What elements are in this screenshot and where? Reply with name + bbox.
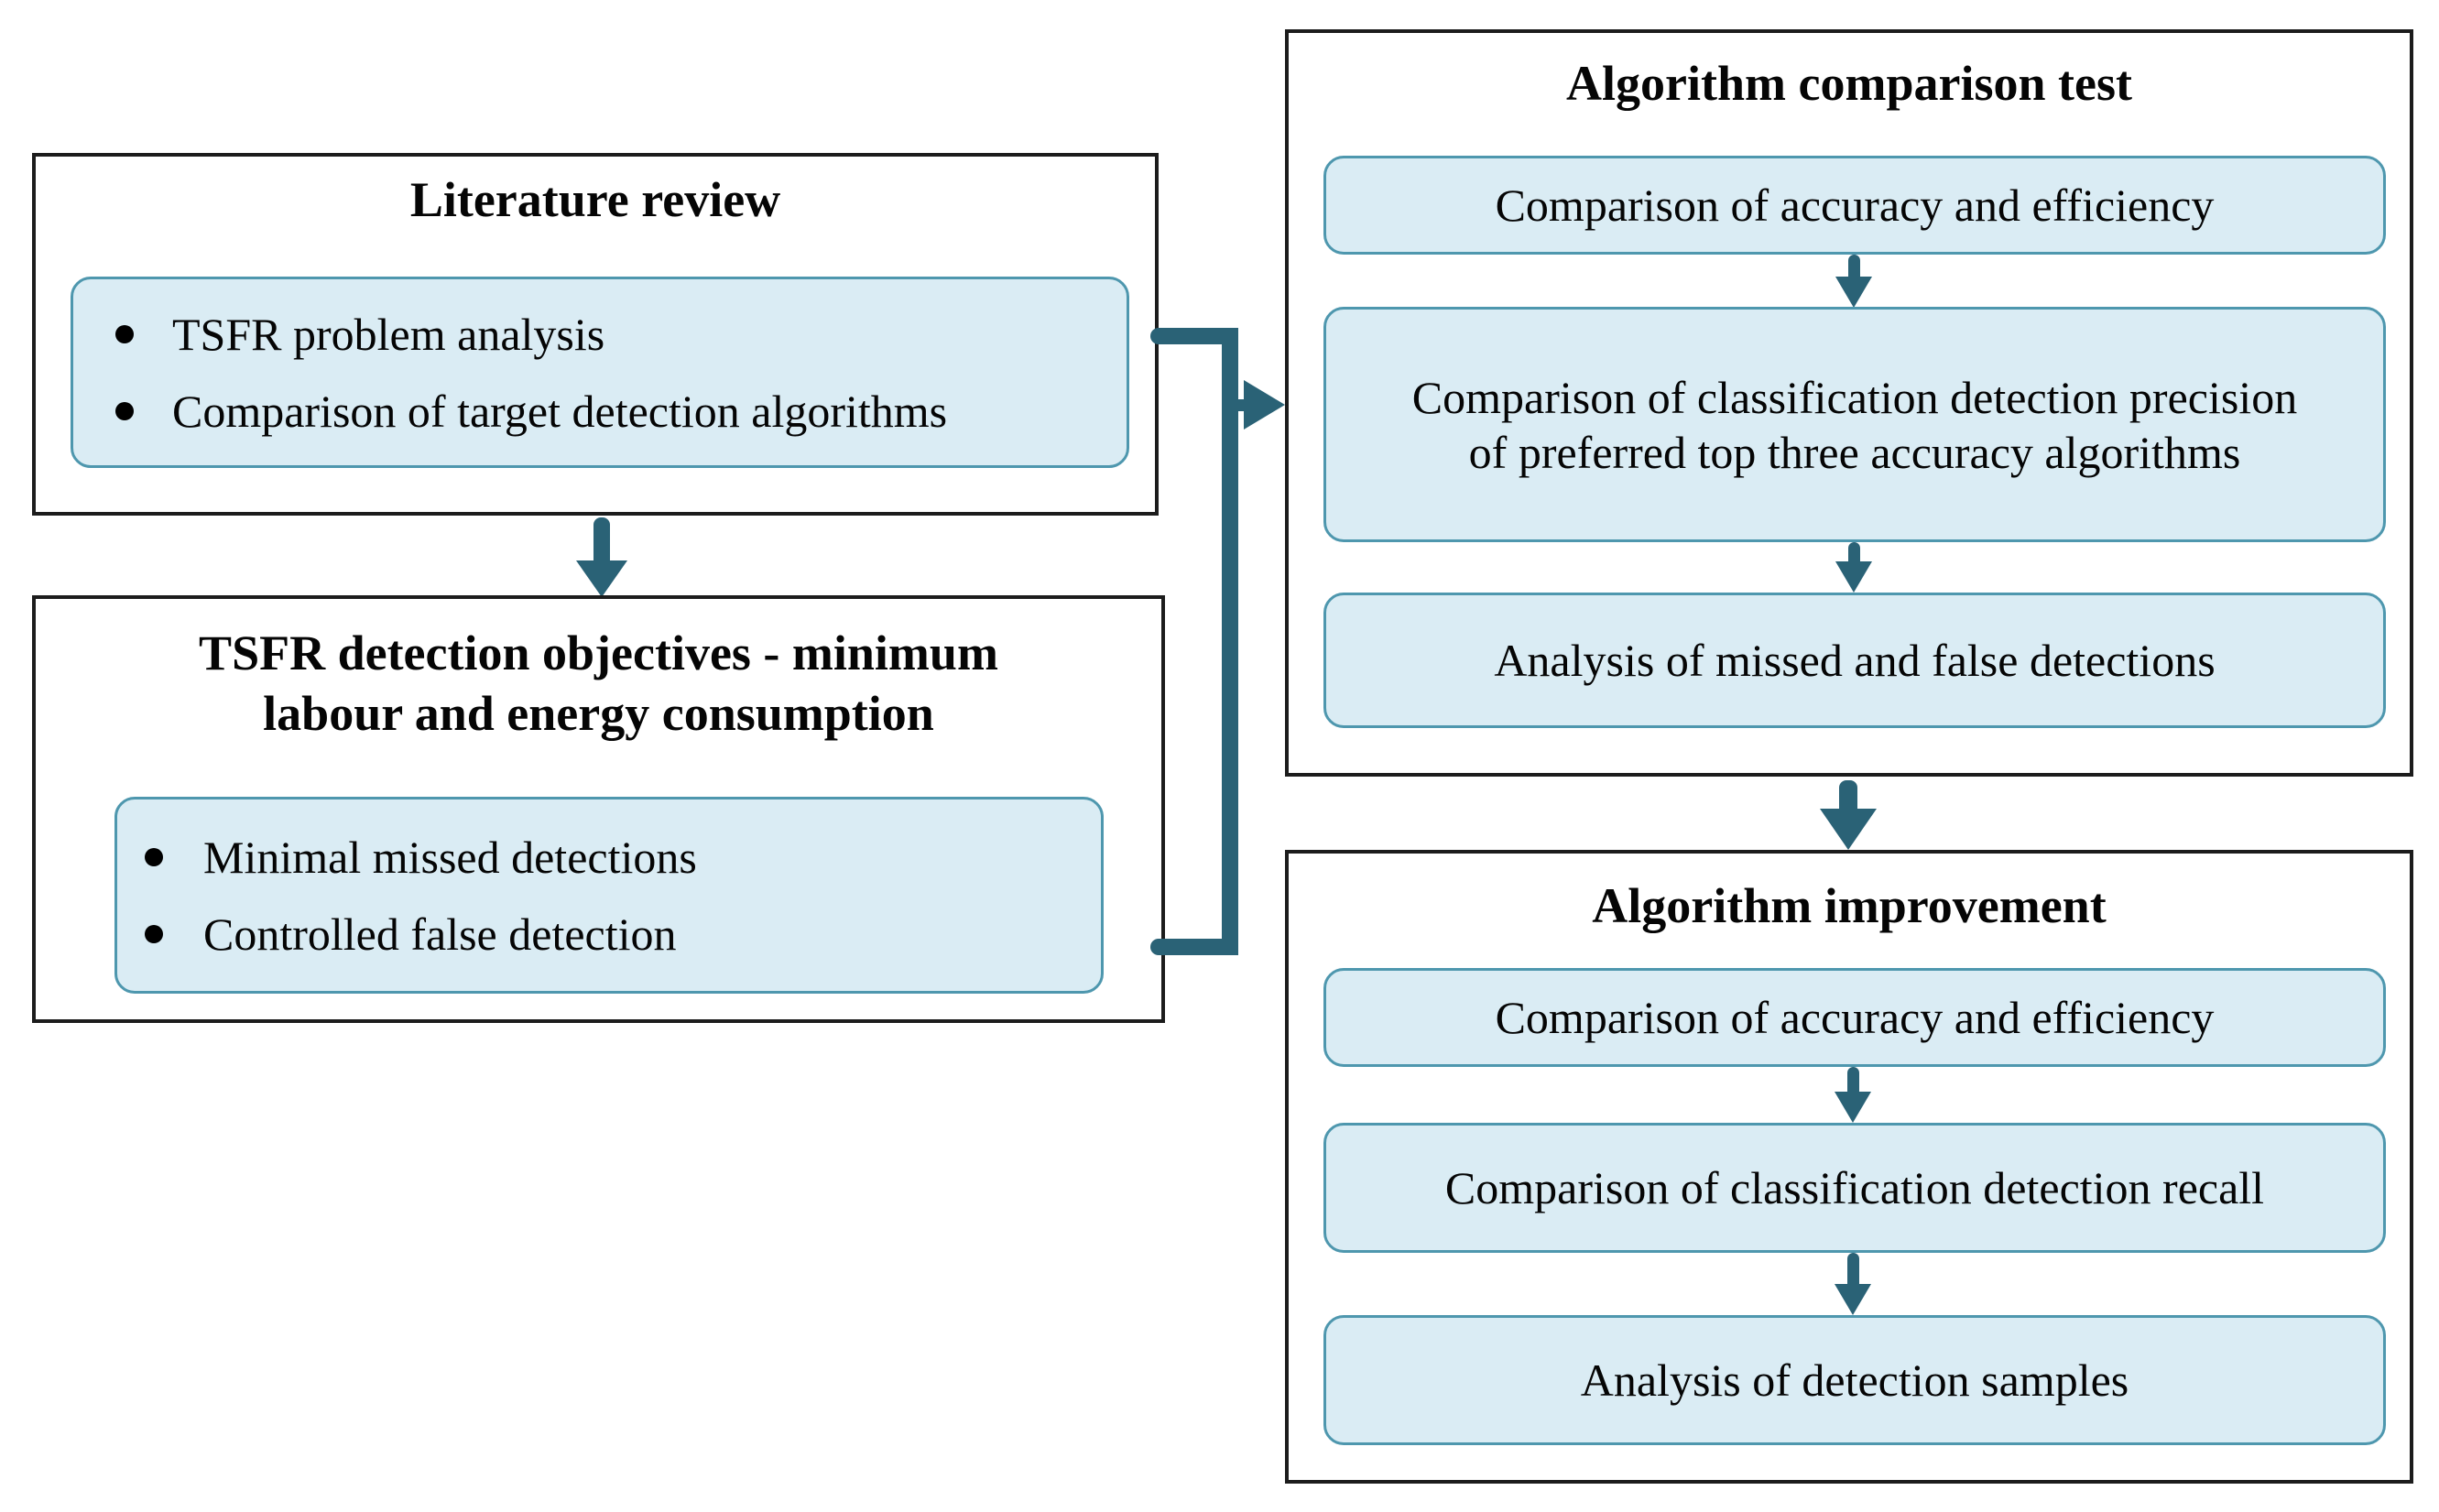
bullet-dot-icon xyxy=(115,401,134,420)
step-comparison-accuracy-efficiency: Comparison of accuracy and efficiency xyxy=(1323,156,2386,255)
step-analysis-missed-false-detections: Analysis of missed and false detections xyxy=(1323,593,2386,728)
bullet-dot-icon xyxy=(145,847,163,866)
step-label: Comparison of classification detection r… xyxy=(1444,1162,2265,1213)
arrow-shaft xyxy=(1846,1253,1859,1284)
bullet-label: Comparison of target detection algorithm… xyxy=(172,385,948,437)
literature-review-title: Literature review xyxy=(409,172,781,227)
arrow-head xyxy=(576,560,627,597)
step-label: Comparison of classification detection p… xyxy=(1411,371,2298,478)
tsfr-objectives-box: TSFR detection objectives - minimum labo… xyxy=(32,595,1165,1023)
down-arrow-icon xyxy=(1835,542,1872,593)
arrow-head xyxy=(1835,1092,1871,1123)
step-comparison-precision-top-three: Comparison of classification detection p… xyxy=(1323,307,2386,542)
arrow-head xyxy=(1835,277,1872,308)
bullet-label: Controlled false detection xyxy=(203,908,677,960)
step-label: Comparison of accuracy and efficiency xyxy=(1495,992,2215,1043)
connector-arrow-stub xyxy=(1227,399,1246,411)
step-label: Comparison of accuracy and efficiency xyxy=(1495,179,2215,231)
bullet-label: TSFR problem analysis xyxy=(172,308,605,360)
arrow-shaft xyxy=(1847,255,1860,277)
connector-vertical xyxy=(1222,328,1238,955)
step-comparison-classification-recall: Comparison of classification detection r… xyxy=(1323,1123,2386,1253)
literature-review-box: Literature review TSFR problem analysis … xyxy=(32,153,1159,516)
list-item: Minimal missed detections xyxy=(145,830,697,885)
down-arrow-icon xyxy=(576,517,627,597)
connector-top-arm xyxy=(1150,328,1238,344)
down-arrow-icon xyxy=(1835,1253,1871,1315)
list-item: Comparison of target detection algorithm… xyxy=(115,384,947,439)
tsfr-objectives-bullet-panel: Minimal missed detections Controlled fal… xyxy=(114,797,1104,994)
arrow-head xyxy=(1820,809,1877,850)
list-item: TSFR problem analysis xyxy=(115,307,947,362)
right-arrow-icon xyxy=(1244,380,1285,430)
down-arrow-icon xyxy=(1835,255,1872,308)
step-comparison-accuracy-efficiency-2: Comparison of accuracy and efficiency xyxy=(1323,968,2386,1067)
algorithm-improvement-box: Algorithm improvement Comparison of accu… xyxy=(1285,850,2413,1484)
list-item: Controlled false detection xyxy=(145,907,697,962)
algorithm-comparison-test-title: Algorithm comparison test xyxy=(1566,56,2132,111)
arrow-shaft xyxy=(593,517,610,560)
literature-review-bullet-panel: TSFR problem analysis Comparison of targ… xyxy=(71,277,1129,468)
literature-review-bullet-list: TSFR problem analysis Comparison of targ… xyxy=(115,307,947,439)
bullet-dot-icon xyxy=(115,324,134,343)
down-arrow-icon xyxy=(1835,1067,1871,1123)
connector-bottom-arm xyxy=(1150,939,1238,955)
step-label: Analysis of missed and false detections xyxy=(1494,635,2216,686)
arrow-head xyxy=(1835,561,1872,593)
arrow-shaft xyxy=(1839,780,1857,809)
tsfr-objectives-title: TSFR detection objectives - minimum labo… xyxy=(199,625,998,741)
bullet-dot-icon xyxy=(145,924,163,943)
arrow-shaft xyxy=(1846,1067,1859,1092)
arrow-head xyxy=(1835,1284,1871,1315)
tsfr-objectives-bullet-list: Minimal missed detections Controlled fal… xyxy=(145,830,697,962)
algorithm-improvement-title: Algorithm improvement xyxy=(1592,878,2107,933)
down-arrow-icon xyxy=(1820,780,1877,850)
step-label: Analysis of detection samples xyxy=(1580,1354,2129,1406)
arrow-shaft xyxy=(1847,542,1860,561)
algorithm-comparison-test-box: Algorithm comparison test Comparison of … xyxy=(1285,29,2413,777)
step-analysis-detection-samples: Analysis of detection samples xyxy=(1323,1315,2386,1445)
bullet-label: Minimal missed detections xyxy=(203,831,697,883)
